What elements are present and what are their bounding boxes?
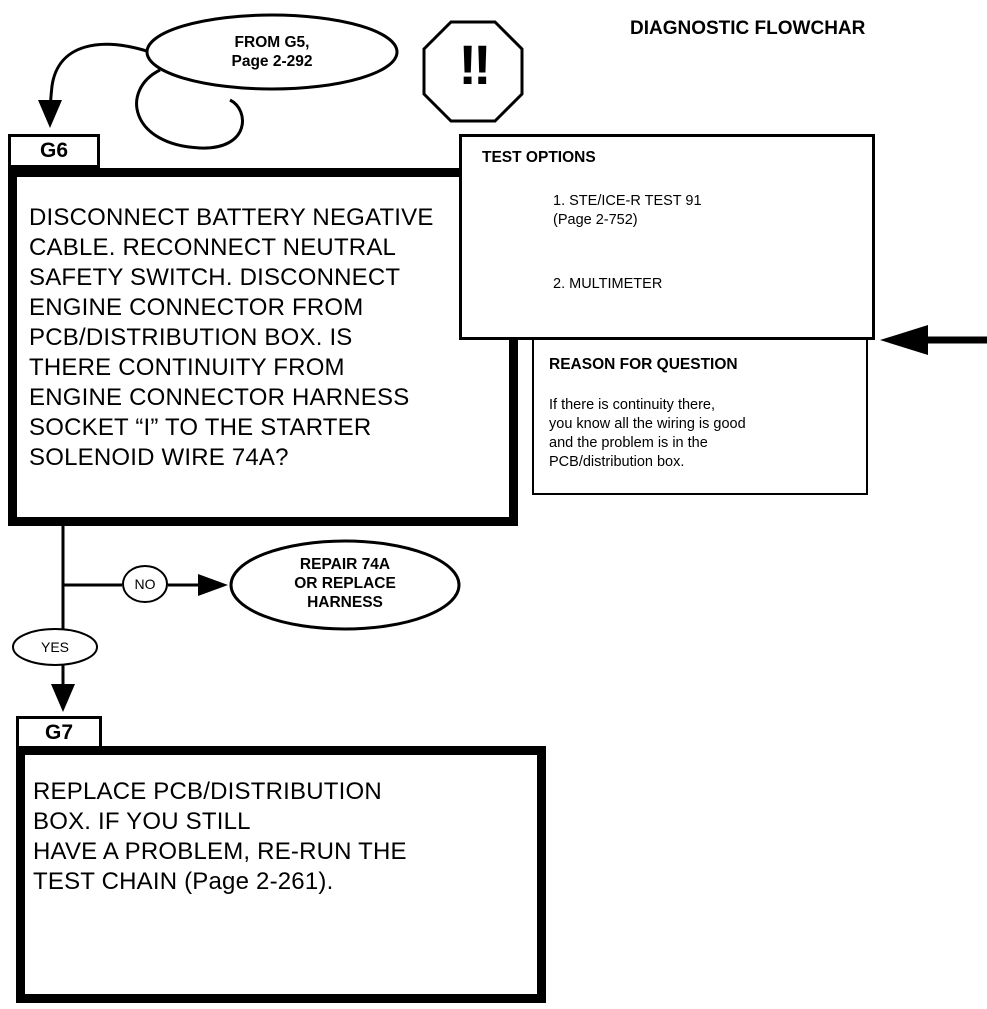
no-label-oval bbox=[122, 565, 168, 603]
yes-label-oval bbox=[12, 628, 98, 666]
test-options-title: TEST OPTIONS bbox=[482, 149, 596, 166]
page-title: DIAGNOSTIC FLOWCHAR bbox=[630, 18, 866, 39]
connector-from-text: FROM G5, Page 2-292 bbox=[231, 34, 313, 70]
connector-from-oval bbox=[145, 13, 399, 91]
g6-tag: G6 bbox=[8, 134, 100, 168]
reason-title: REASON FOR QUESTION bbox=[549, 356, 738, 373]
stop-octagon-icon bbox=[422, 20, 524, 123]
yes-arrowhead bbox=[51, 684, 75, 712]
g6-question-box: DISCONNECT BATTERY NEGATIVE CABLE. RECON… bbox=[8, 168, 518, 526]
repair-oval bbox=[229, 539, 461, 631]
reason-text: If there is continuity there, you know a… bbox=[549, 397, 746, 470]
reason-panel: REASON FOR QUESTION If there is continui… bbox=[532, 340, 868, 495]
test-options-panel: TEST OPTIONS 1. STE/ICE-R TEST 91 (Page … bbox=[459, 134, 875, 340]
no-label: NO bbox=[134, 576, 156, 592]
no-arrowhead bbox=[198, 574, 228, 596]
stop-sign-symbol: !! bbox=[458, 33, 491, 96]
from-g5-arrowhead bbox=[38, 100, 62, 128]
g6-question-text: DISCONNECT BATTERY NEGATIVE CABLE. RECON… bbox=[29, 204, 434, 471]
yes-label: YES bbox=[40, 639, 69, 655]
g7-tag: G7 bbox=[16, 716, 102, 750]
incoming-arrowhead bbox=[880, 325, 928, 355]
test-option-1: 1. STE/ICE-R TEST 91 (Page 2-752) bbox=[553, 193, 702, 228]
g7-action-box: REPLACE PCB/DISTRIBUTION BOX. IF YOU STI… bbox=[16, 746, 546, 1003]
test-option-2: 2. MULTIMETER bbox=[553, 276, 663, 292]
g7-action-text: REPLACE PCB/DISTRIBUTION BOX. IF YOU STI… bbox=[33, 778, 407, 895]
from-g5-return-curve bbox=[135, 68, 244, 150]
from-g5-loop-line bbox=[48, 42, 151, 119]
repair-harness-text: REPAIR 74A OR REPLACE HARNESS bbox=[294, 556, 396, 611]
